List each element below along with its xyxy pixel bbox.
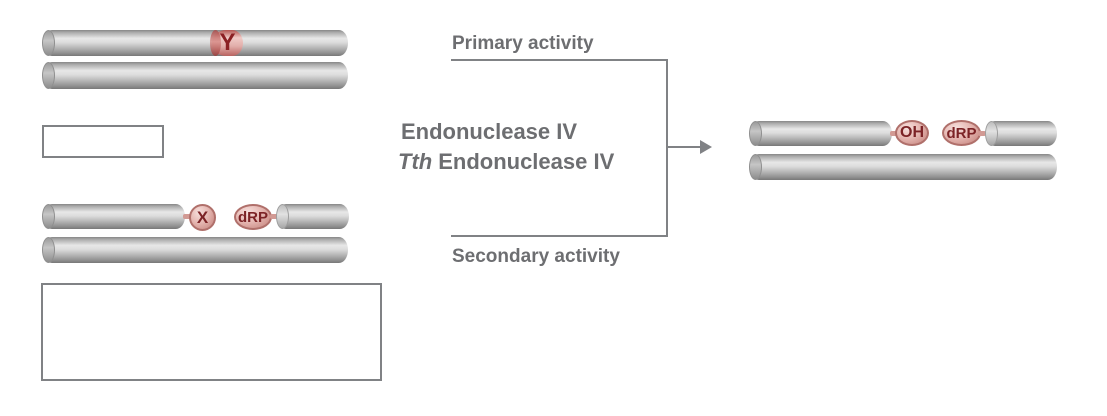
primary-activity-label: Primary activity xyxy=(452,33,594,54)
dna-bottom-strand xyxy=(749,154,1057,180)
bracket-top-line xyxy=(451,59,668,61)
secondary-activity-label: Secondary activity xyxy=(452,246,620,267)
dna-bottom-strand xyxy=(42,62,348,89)
dna-top-strand-left-segment xyxy=(749,121,892,146)
bracket-bottom-line xyxy=(451,235,668,237)
legend-box-small xyxy=(42,125,164,158)
damaged-base-label: X xyxy=(196,208,209,227)
abasic-site-label: Y xyxy=(219,29,236,56)
damaged-base-marker: X xyxy=(189,204,216,231)
enzyme-name-line2-rest: Endonuclease IV xyxy=(438,149,615,174)
strand-connector-dash xyxy=(890,131,898,136)
dna-bottom-strand xyxy=(42,237,348,263)
dna-top-strand-right-segment xyxy=(985,121,1057,146)
drp-label: dRP xyxy=(946,124,977,142)
drp-label: dRP xyxy=(238,208,268,226)
strand-connector-dash xyxy=(183,214,191,219)
abasic-site-band: Y xyxy=(210,29,243,56)
hydroxyl-label: OH xyxy=(900,124,924,141)
dna-top-strand xyxy=(42,30,348,56)
enzyme-species-italic: Tth xyxy=(398,149,433,174)
strand-connector-dash xyxy=(978,131,986,136)
strand-connector-dash xyxy=(270,214,278,219)
enzyme-name-line1: Endonuclease IV xyxy=(401,119,578,144)
dna-top-strand-right-segment xyxy=(276,204,349,229)
bracket-vertical-line xyxy=(666,59,668,237)
drp-marker: dRP xyxy=(234,204,272,230)
dna-top-strand-left-segment xyxy=(42,204,185,229)
legend-box-large xyxy=(41,283,382,381)
hydroxyl-marker: OH xyxy=(895,120,929,146)
arrow-head-icon xyxy=(700,140,712,154)
reaction-arrow-line xyxy=(666,146,702,148)
drp-marker: dRP xyxy=(942,120,981,146)
